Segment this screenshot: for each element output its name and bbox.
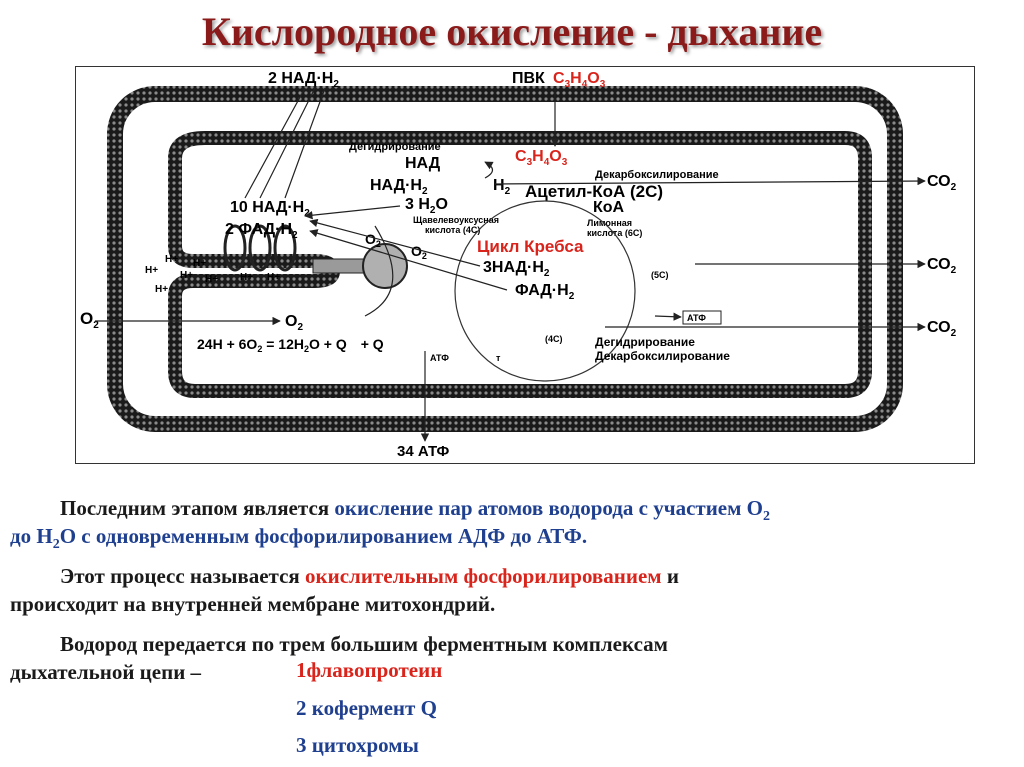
hplus-label: H+ — [193, 258, 206, 269]
hplus-label: H+ — [155, 284, 168, 295]
shchav2-label: кислота (4С) — [425, 225, 480, 235]
hplus-label: H+ — [240, 272, 253, 283]
hplus-label: H+ — [267, 272, 280, 283]
limon2-label: кислота (6С) — [587, 228, 642, 238]
atf34-label: 34 АТФ — [397, 443, 450, 460]
list-item-1: 1флавопротеин — [296, 658, 442, 683]
paragraph-3: Этот процесс называется окислительным фо… — [10, 562, 1024, 590]
dehydro2-label: Дегидрирование — [595, 335, 695, 349]
c4-label: (4С) — [545, 334, 563, 344]
limon-label: Лимонная — [587, 218, 632, 228]
slide-title: Кислородное окисление - дыхание — [0, 8, 1024, 55]
nad-label: НАД — [405, 155, 441, 172]
mitochondria-diagram: H+ H+ H+ H+ H+ H+ H+ H+ 2 НАД·Н2 ПВК C3H… — [75, 66, 975, 464]
atf-sub-label: АТФ — [430, 353, 449, 363]
pvk-label: ПВК — [512, 70, 545, 87]
list-item-3: 3 цитохромы — [296, 733, 419, 758]
paragraph-5: Водород передается по трем большим ферме… — [10, 630, 1024, 658]
paragraph-2: до Н2О с одновременным фосфорилированием… — [10, 522, 1014, 559]
paragraph-6: дыхательной цепи – — [10, 658, 1014, 686]
hplus-label: H+ — [145, 265, 158, 276]
paragraph-4: происходит на внутренней мембране митохо… — [10, 590, 1014, 618]
hplus-label: H+ — [165, 254, 178, 265]
koa-label: КоА — [593, 199, 625, 216]
decarbox-label: Декарбоксилирование — [595, 169, 719, 181]
dehydro-label: Дегидрирование — [349, 141, 441, 153]
atf-box-label: АТФ — [687, 313, 706, 323]
krebs-label: Цикл Кребса — [477, 237, 584, 256]
c5-label: (5С) — [651, 270, 669, 280]
list-item-2: 2 кофермент Q — [296, 696, 437, 721]
t-sub-label: т — [496, 353, 501, 363]
hplus-label: H+ — [205, 274, 218, 285]
hplus-label: H+ — [180, 270, 193, 281]
decarbox2-label: Декарбоксилирование — [595, 349, 730, 363]
